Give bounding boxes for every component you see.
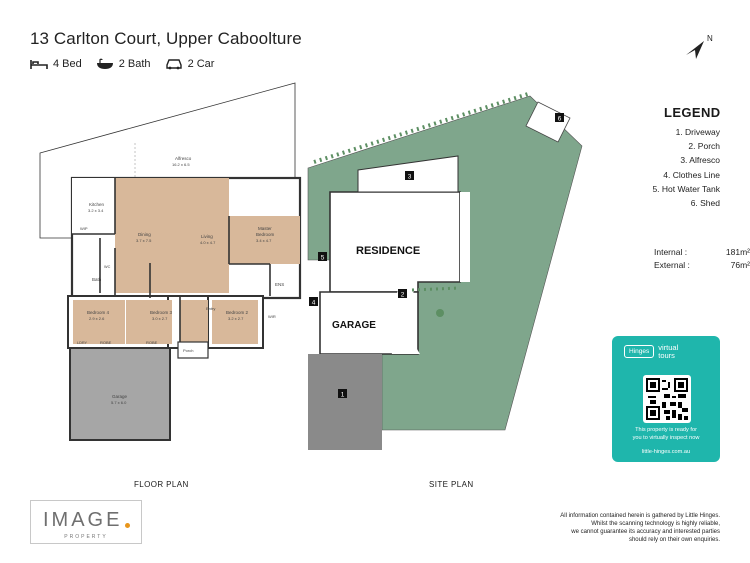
- room-bath: Bath: [92, 277, 102, 282]
- external-area-value: 76m²: [730, 259, 750, 270]
- room-kitchen-dims: 3.2 x 3.4: [88, 208, 104, 213]
- room-bed4-dims: 2.9 x 2.6: [89, 316, 105, 321]
- virtual-tour-message: This property is ready for you to virtua…: [612, 427, 720, 442]
- room-master-2: Bedroom: [256, 232, 275, 237]
- internal-area-label: Internal :: [654, 247, 688, 257]
- feature-bed: 4 Bed: [30, 58, 82, 70]
- marker-1-label: 1: [341, 392, 345, 399]
- room-robe-1: ROBE: [100, 340, 112, 345]
- external-area-label: External :: [654, 259, 690, 270]
- north-arrow-icon: N: [686, 34, 713, 59]
- marker-2-label: 2: [401, 292, 405, 299]
- room-garage-dims: 5.7 x 6.0: [111, 400, 127, 405]
- internal-area-value: 181m²: [725, 247, 750, 257]
- feature-bath: 2 Bath: [96, 58, 151, 70]
- legend-item: 3. Alfresco: [680, 155, 720, 166]
- room-ens: ENS: [275, 282, 284, 287]
- marker-1: [338, 389, 347, 398]
- disclaimer-line: Whilst the scanning technology is highly…: [591, 521, 720, 527]
- site-plan: RESIDENCE GARAGE 1 2 3 4 5 6: [307, 92, 583, 450]
- legend-item: 1. Driveway: [675, 127, 720, 137]
- virtual-tour-line-2: you to virtually inspect now: [632, 434, 700, 441]
- residence-label: RESIDENCE: [356, 245, 420, 257]
- room-bed3-dims: 3.0 x 2.7: [152, 316, 168, 321]
- disclaimer: All information contained herein is gath…: [560, 512, 720, 544]
- marker-4: [309, 297, 318, 306]
- floor-plan: Alfresco 16.2 x 6.5 Kitchen 3.2 x 3.4 Di…: [39, 82, 302, 441]
- legend-item: 4. Clothes Line: [663, 169, 720, 180]
- room-entry: Entry: [206, 306, 215, 311]
- virtual-tour-line-1: This property is ready for: [635, 427, 697, 433]
- feature-car: 2 Car: [165, 58, 215, 70]
- north-compass: N: [684, 33, 720, 68]
- room-living-dims: 4.0 x 4.7: [200, 240, 216, 245]
- site-plan-label: SITE PLAN: [429, 480, 474, 489]
- disclaimer-line: All information contained herein is gath…: [560, 513, 720, 519]
- room-bed3: Bedroom 3: [150, 310, 173, 315]
- virtual-word: virtual: [658, 343, 679, 352]
- room-alfresco-dims: 16.2 x 6.5: [172, 162, 190, 167]
- tours-word: tours: [658, 350, 675, 360]
- brand-subtitle: PROPERTY: [64, 534, 108, 540]
- bath-icon: [96, 58, 113, 69]
- marker-5: [318, 252, 327, 261]
- room-robe-2: ROBE: [146, 340, 158, 345]
- virtual-tour-header: Hinges virtual tours: [624, 344, 678, 359]
- area-summary: Internal : 181m² External : 76m²: [654, 246, 750, 271]
- legend-item: 6. Shed: [690, 198, 720, 209]
- hinges-logo: Hinges: [624, 345, 655, 358]
- brand-dot-icon: [125, 523, 130, 528]
- property-address: 13 Carlton Court, Upper Caboolture: [30, 29, 302, 48]
- disclaimer-line: we cannot guarantee its accuracy and int…: [571, 529, 720, 535]
- floor-plan-label: FLOOR PLAN: [134, 480, 189, 489]
- marker-3: [405, 171, 414, 180]
- car-icon: [165, 59, 182, 70]
- marker-6: [555, 113, 564, 122]
- room-bed2-dims: 3.2 x 2.7: [228, 316, 244, 321]
- room-kitchen: Kitchen: [89, 202, 105, 207]
- bed-icon: [30, 59, 48, 69]
- virtual-tour-url[interactable]: little-hinges.com.au: [641, 449, 691, 455]
- virtual-tours-label: virtual tours: [658, 344, 678, 359]
- qr-code-icon: [646, 378, 688, 420]
- room-wip: WIP: [80, 226, 88, 231]
- room-living: Living: [201, 234, 213, 239]
- garage-label: GARAGE: [332, 320, 376, 331]
- room-master: Master: [258, 226, 272, 231]
- marker-3-label: 3: [408, 174, 412, 181]
- legend-item: 5. Hot Water Tank: [652, 183, 720, 194]
- room-bed2: Bedroom 2: [226, 310, 249, 315]
- brand-name: IMAGE: [43, 509, 123, 531]
- room-wc: WC: [104, 265, 111, 269]
- compass-label: N: [707, 34, 713, 43]
- marker-2: [398, 289, 407, 298]
- feature-bath-label: 2 Bath: [118, 58, 151, 70]
- room-wir: WIR: [268, 314, 276, 319]
- room-alfresco: Alfresco: [175, 156, 192, 161]
- legend-item: 2. Porch: [688, 141, 720, 152]
- feature-bed-label: 4 Bed: [53, 58, 82, 70]
- feature-car-label: 2 Car: [187, 58, 215, 70]
- room-dining: Dining: [138, 232, 151, 237]
- disclaimer-line: should rely on their own enquiries.: [628, 537, 720, 543]
- qr-code[interactable]: [643, 375, 691, 423]
- marker-4-label: 4: [312, 300, 316, 307]
- room-dining-dims: 3.7 x 7.5: [136, 238, 152, 243]
- room-garage: Garage: [112, 394, 128, 399]
- room-ldry: LDRY: [77, 341, 88, 345]
- feature-list: 4 Bed 2 Bath 2 Car: [30, 58, 228, 70]
- marker-5-label: 5: [321, 255, 325, 262]
- room-master-dims: 3.4 x 4.7: [256, 238, 272, 243]
- virtual-tour-card[interactable]: Hinges virtual tours This property is re…: [612, 336, 720, 462]
- room-bed4: Bedroom 4: [87, 310, 110, 315]
- legend-list: 1. Driveway 2. Porch 3. Alfresco 4. Clot…: [652, 125, 720, 210]
- legend-title: LEGEND: [664, 105, 721, 120]
- room-porch: Porch: [183, 348, 193, 353]
- marker-6-label: 6: [558, 116, 562, 123]
- agency-logo: IMAGE PROPERTY: [30, 500, 142, 544]
